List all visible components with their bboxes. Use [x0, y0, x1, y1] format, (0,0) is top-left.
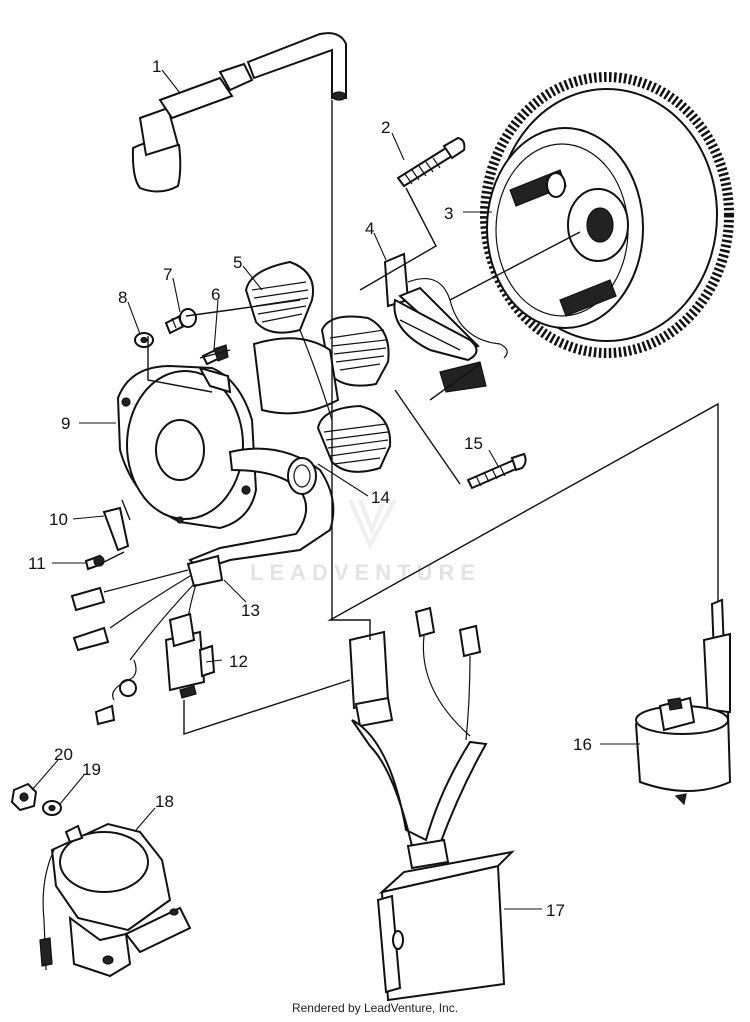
callout-13: 13 [241, 601, 260, 620]
leader-lines [31, 69, 640, 910]
clamp-10 [102, 506, 130, 552]
flywheel [480, 72, 734, 358]
callout-12: 12 [229, 652, 248, 671]
callout-15: 15 [464, 434, 483, 453]
callout-17: 17 [546, 901, 565, 920]
watermark-logo [348, 499, 397, 550]
connector-12 [164, 612, 216, 699]
callout-8: 8 [118, 288, 127, 307]
callout-19: 19 [82, 760, 101, 779]
wire-harness-13 [70, 554, 224, 726]
bolt-15 [466, 452, 527, 490]
spark-plug-cap [131, 32, 347, 193]
callout-6: 6 [211, 285, 220, 304]
footer-credit: Rendered by LeadVenture, Inc. [291, 1001, 459, 1015]
stator-coils [244, 260, 392, 473]
callout-11: 11 [28, 554, 46, 573]
callout-1: 1 [152, 57, 161, 76]
callout-3: 3 [444, 204, 453, 223]
callout-2: 2 [381, 118, 390, 137]
bolt-2 [396, 136, 466, 188]
cdi-box [348, 606, 515, 1002]
callout-5: 5 [233, 253, 242, 272]
screw-11 [84, 554, 105, 571]
callout-7: 7 [163, 265, 172, 284]
nut-20 [10, 782, 38, 812]
callouts: 1 2 3 4 5 6 7 8 9 10 11 12 13 14 15 16 1… [28, 57, 592, 920]
callout-16: 16 [573, 735, 592, 754]
callout-14: 14 [371, 488, 390, 507]
callout-18: 18 [155, 792, 174, 811]
callout-4: 4 [365, 219, 374, 238]
watermark-text: LEADVENTURE [250, 560, 481, 585]
trigger-coil [383, 252, 508, 393]
callout-9: 9 [61, 414, 70, 433]
stator-plate [116, 364, 258, 530]
callout-20: 20 [54, 745, 73, 764]
washer-8 [134, 332, 154, 348]
assembly-lines [99, 100, 719, 735]
ignition-coil [634, 598, 732, 806]
screw-7 [164, 308, 197, 335]
solenoid [39, 822, 192, 978]
callout-10: 10 [49, 510, 68, 529]
washer-19 [42, 800, 62, 816]
